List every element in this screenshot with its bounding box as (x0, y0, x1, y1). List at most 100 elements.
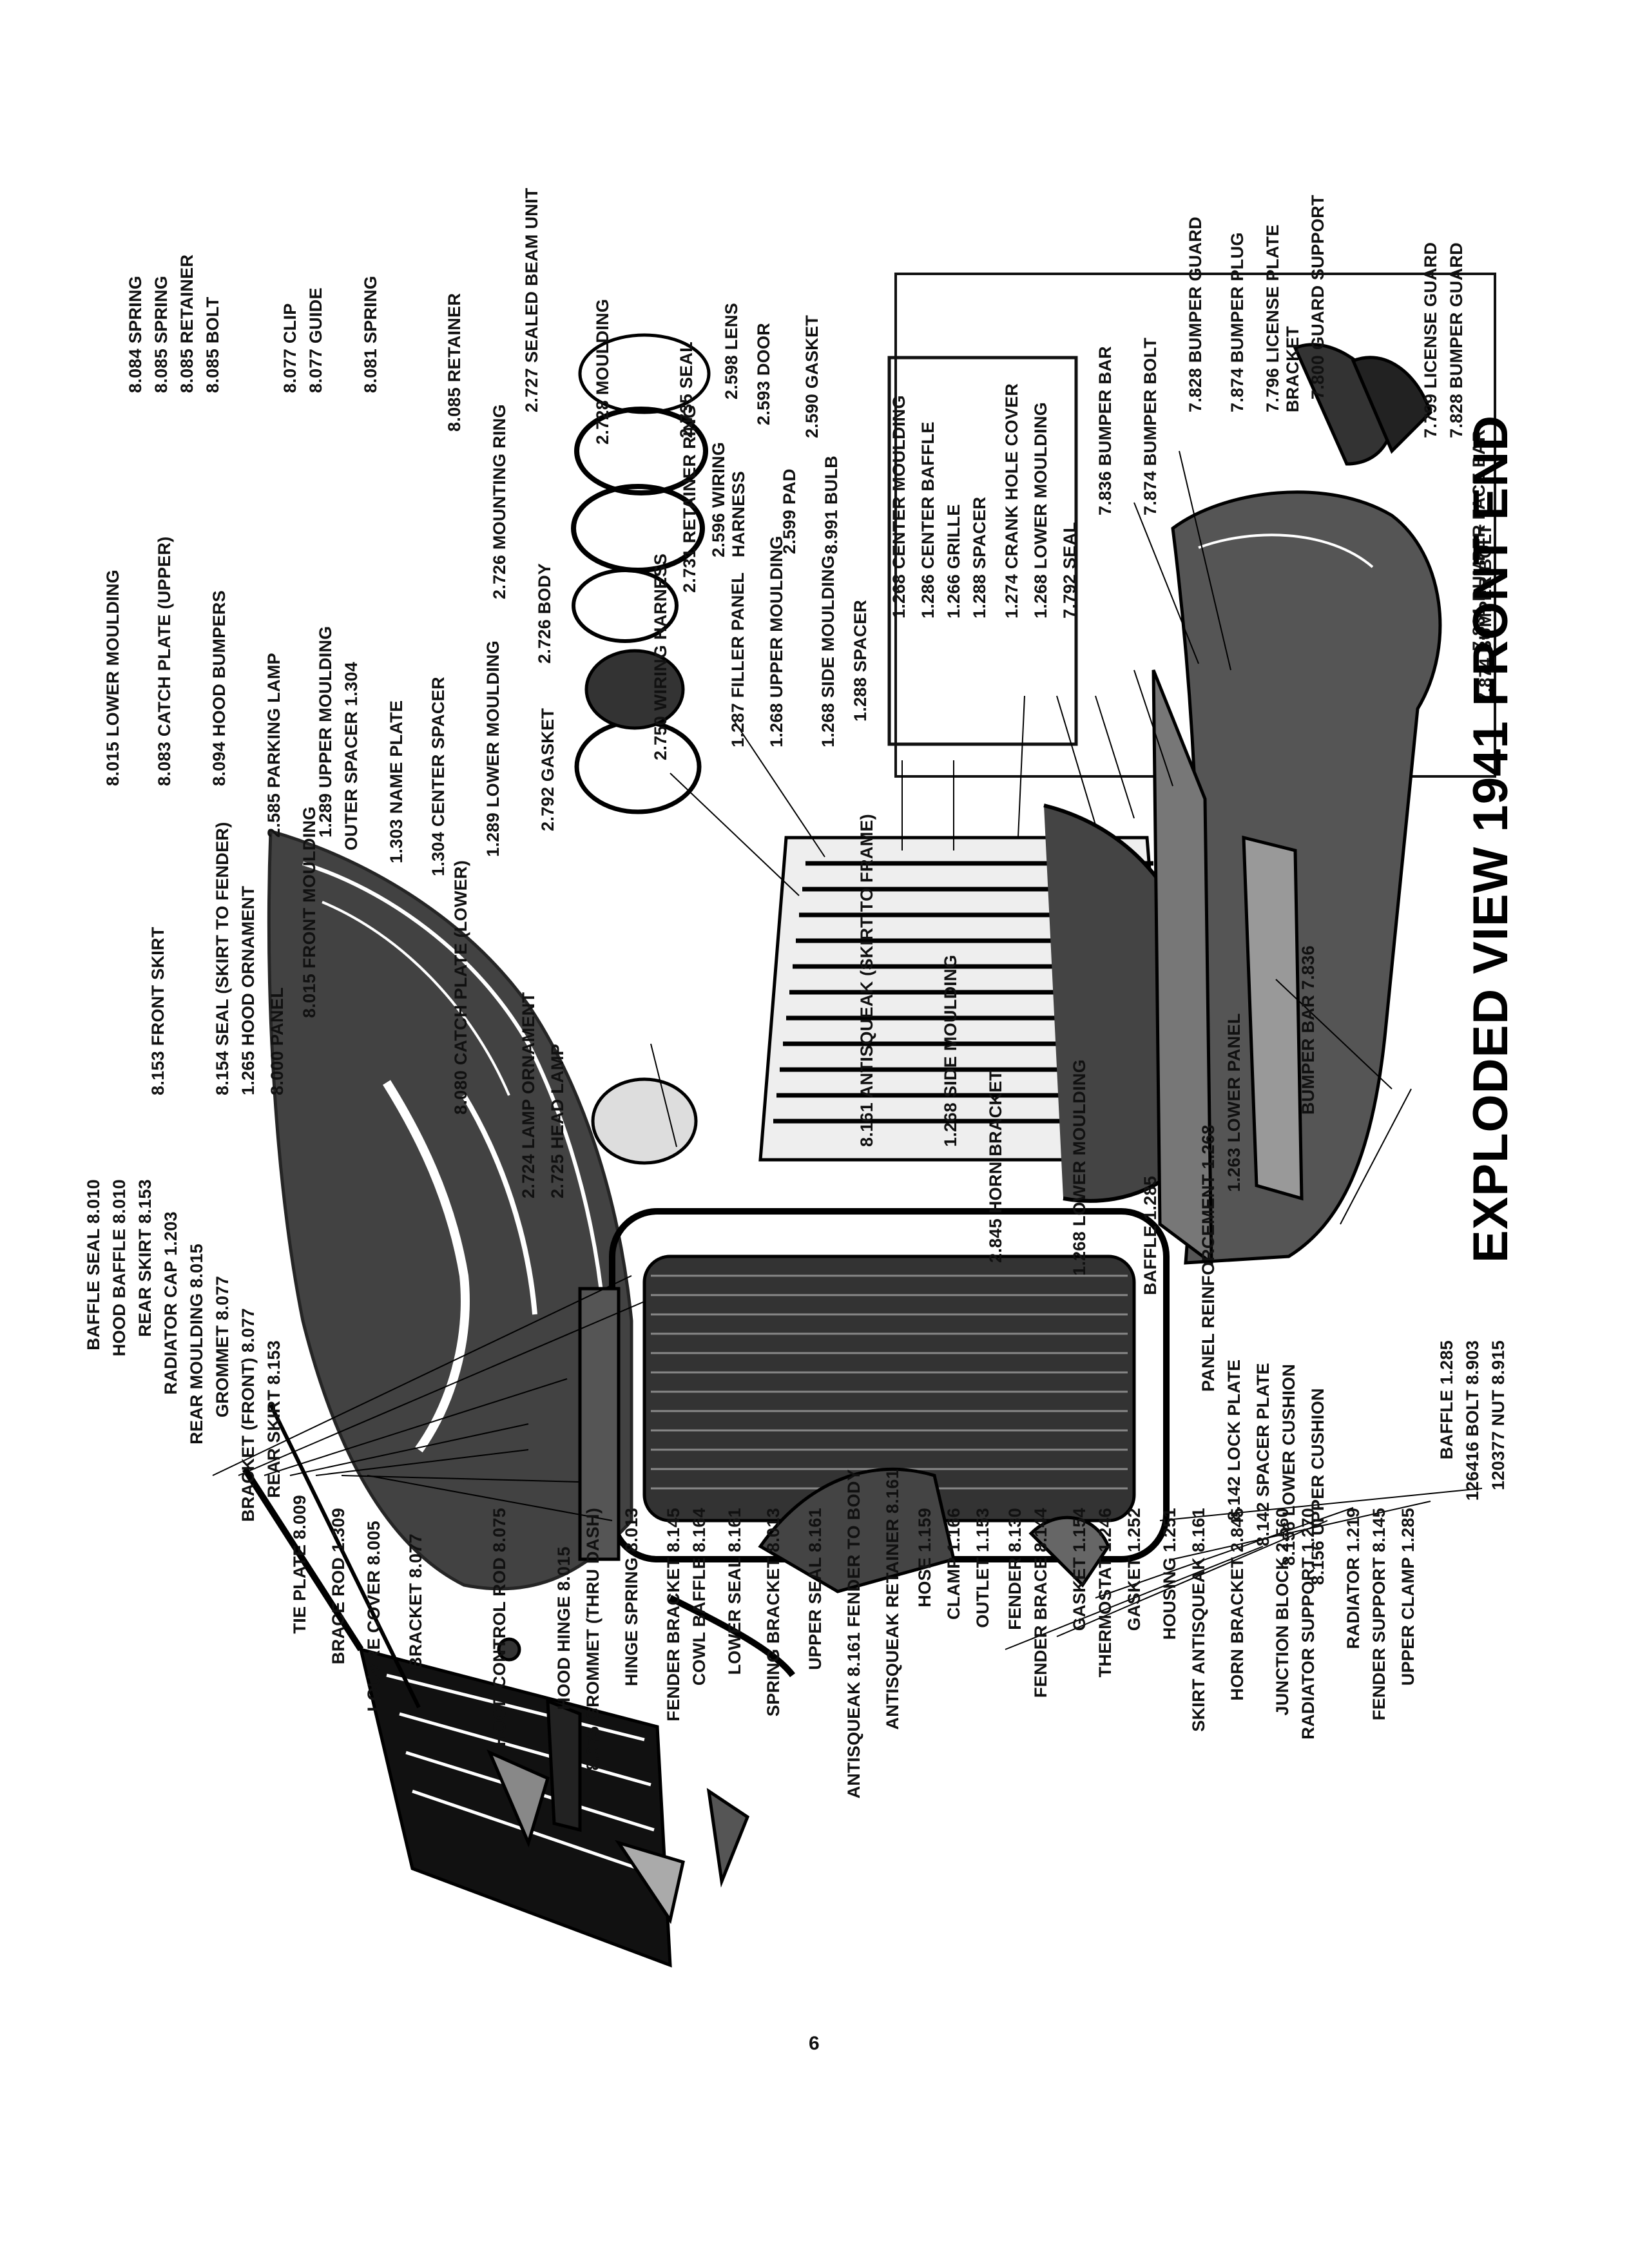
label-seal-right: 7.792 SEAL (1060, 521, 1079, 619)
label-seal: 2.735 SEAL (677, 341, 696, 438)
label-spring-bracket: SPRING BRACKET 8.013 (764, 1508, 783, 1717)
label-body: 2.726 BODY (535, 562, 554, 664)
label-front-moulding: 8.015 FRONT MOULDING (300, 806, 319, 1018)
label-parking-lamp: 2.585 PARKING LAMP (264, 653, 284, 838)
label-hinge-spring: HINGE SPRING 8.013 (622, 1508, 641, 1686)
label-cowl-baffle: COWL BAFFLE 8.164 (689, 1508, 709, 1686)
label-baffle-center: BAFFLE 1.285 (1141, 1175, 1160, 1295)
label-fender: FENDER 8.130 (1005, 1508, 1025, 1630)
inset-label-spring-2: 8.085 SPRING (151, 275, 171, 393)
label-baffle: BAFFLE 1.285 (1437, 1340, 1456, 1460)
label-antisqueak-retainer: ANTISQUEAK RETAINER 8.161 (883, 1469, 902, 1730)
label-sealed-beam-unit: 2.727 SEALED BEAM UNIT (522, 187, 541, 412)
label-gasket-2: GASKET 1.252 (1124, 1508, 1144, 1631)
label-hood-bumpers: 8.094 HOOD BUMPERS (209, 590, 229, 786)
label-center-baffle: 1.286 CENTER BAFFLE (918, 421, 938, 619)
label-license-guard: 7.799 LICENSE GUARD (1421, 242, 1440, 438)
label-front-skirt: 8.153 FRONT SKIRT (148, 927, 168, 1095)
inset-label-guide: 8.077 GUIDE (306, 287, 325, 393)
label-center-moulding: 1.268 CENTER MOULDING (889, 395, 909, 619)
label-hood-control-rod: HOOD CONTROL ROD 8.075 (490, 1508, 509, 1747)
label-fender-support: FENDER SUPPORT 8.145 (1369, 1508, 1389, 1721)
label-horn-bracket: HORN BRACKET 2.845 (1228, 1508, 1247, 1701)
label-antisqueak-fender-to-body: ANTISQUEAK 8.161 FENDER TO BODY (844, 1469, 863, 1799)
label-clamp: CLAMP 1.166 (944, 1508, 963, 1620)
page-number: 6 (809, 2033, 820, 2054)
label-radiator: RADIATOR 1.219 (1344, 1508, 1363, 1649)
headlamp-drawing (571, 333, 711, 1165)
label-upper-moulding-top-2: 1.268 UPPER MOULDING (767, 535, 786, 747)
label-lower-panel: 1.263 LOWER PANEL (1224, 1013, 1244, 1192)
label-nut: 120377 NUT 8.915 (1489, 1340, 1508, 1490)
hood-fender-drawing (242, 829, 672, 1968)
label-license-plate-bracket: 7.796 LICENSE PLATE BRACKET (1263, 224, 1302, 412)
label-bolt: 126416 BOLT 8.903 (1463, 1340, 1482, 1501)
label-tie-plate: TIE PLATE 8.009 (290, 1495, 309, 1634)
fender-lower-parts (487, 1467, 1110, 1925)
label-radiator-cap: RADIATOR CAP 1.203 (161, 1211, 180, 1395)
label-bumper-bolt: 7.874 BUMPER BOLT (1141, 337, 1160, 515)
label-bumper-plug: 7.874 BUMPER PLUG (1228, 232, 1247, 412)
label-spacer-right: 1.288 SPACER (970, 496, 989, 619)
label-upper-clamp: UPPER CLAMP 1.285 (1398, 1508, 1418, 1686)
label-rear-skirt-2: REAR SKIRT 8.153 (264, 1340, 284, 1498)
label-rear-moulding: REAR MOULDING 8.015 (187, 1244, 206, 1445)
inset-label-clip: 8.077 CLIP (280, 303, 300, 393)
label-spacer-plate: 8.142 SPACER PLATE (1253, 1363, 1273, 1546)
label-fender-brace: FENDER BRACE 8.144 (1031, 1508, 1050, 1698)
label-lamp-ornament: 2.724 LAMP ORNAMENT (519, 992, 538, 1198)
label-lower-moulding-top: 8.015 LOWER MOULDING (103, 569, 122, 786)
label-brace-rod: BRACE ROD 1.309 (329, 1508, 348, 1665)
label-housing: HOUSING 1.251 (1160, 1508, 1179, 1640)
label-horn-bracket-center: 2.845 HORN BRACKET (986, 1070, 1005, 1263)
label-bumper-bar-center: BUMPER BAR 7.836 (1298, 945, 1318, 1115)
label-bracket-front: BRACKET (FRONT) 8.077 (238, 1308, 258, 1522)
label-hood-hinge: HOOD HINGE 8.015 (554, 1546, 574, 1710)
inset-label-retainer-2: 8.085 RETAINER (445, 293, 464, 432)
label-spacer-top: 1.288 SPACER (851, 599, 870, 722)
label-side-moulding: 1.268 SIDE MOULDING (941, 954, 960, 1147)
label-gasket-top: 2.792 GASKET (538, 707, 557, 831)
label-catch-plate-upper: 8.083 CATCH PLATE (UPPER) (155, 536, 174, 786)
label-lower-seal: LOWER SEAL 8.161 (725, 1508, 744, 1675)
label-wiring-harness: 2.750 WIRING HARNESS (651, 553, 670, 760)
lamp-label-bulb: 8.991 BULB (822, 455, 841, 554)
label-upper-cushion: 8.156 UPPER CUSHION (1308, 1388, 1327, 1585)
label-name-plate: 1.303 NAME PLATE (387, 700, 406, 863)
label-side-moulding-top: 1.268 SIDE MOULDING (818, 555, 838, 747)
label-panel: 8.000 PANEL (267, 987, 287, 1095)
label-mounting-ring: 2.726 MOUNTING RING (490, 404, 509, 599)
lamp-label-lens: 2.598 LENS (722, 302, 741, 399)
label-head-lamp: 2.725 HEAD LAMP (548, 1043, 567, 1198)
leader-lines (212, 450, 1483, 1650)
label-bumper-bar: 7.836 BUMPER BAR (1095, 346, 1115, 515)
inset-parking-lamp-box (887, 356, 1078, 746)
label-lock-plate: 8.142 LOCK PLATE (1224, 1359, 1244, 1521)
label-hood-baffle: HOOD BAFFLE 8.010 (110, 1179, 129, 1357)
lamp-label-pad: 2.599 PAD (780, 468, 799, 554)
label-louvre-cover: LOUVRE COVER 8.005 (364, 1521, 383, 1712)
label-grommet-thru-dash: 8.075 GROMMET (THRU DASH) (583, 1508, 602, 1771)
label-fender-bracket: FENDER BRACKET 8.145 (664, 1508, 683, 1722)
label-thermostat: THERMOSTAT 1.246 (1095, 1508, 1115, 1678)
label-guard-support: 7.800 GUARD SUPPORT (1308, 195, 1327, 399)
lamp-label-door: 2.593 DOOR (754, 322, 773, 425)
label-lower-cushion: 8.156 LOWER CUSHION (1279, 1363, 1298, 1566)
lamp-label-gasket: 2.590 GASKET (802, 314, 822, 438)
label-filler-panel: 1.287 FILLER PANEL (728, 572, 747, 747)
label-panel-reinforcement: PANEL REINFORCEMENT 1.268 (1199, 1124, 1218, 1392)
label-upper-moulding-top: 1.289 UPPER MOULDING (316, 626, 335, 838)
inset-label-bolt: 8.085 BOLT (203, 296, 222, 393)
page-title: EXPLODED VIEW 1941 FRONT END (1463, 414, 1518, 1263)
label-lower-moulding-center: 1.268 LOWER MOULDING (1070, 1059, 1089, 1276)
lamp-label-wiring-harness: 2.596 WIRING HARNESS (709, 441, 748, 557)
label-gasket: GASKET 1.154 (1070, 1508, 1089, 1631)
bumper-drawing (1152, 343, 1442, 1267)
label-bracket: BRACKET 8.077 (406, 1533, 425, 1669)
label-bumper-guard: 7.828 BUMPER GUARD (1186, 216, 1205, 412)
inset-label-spring: 8.084 SPRING (126, 275, 145, 393)
label-seal-skirt-to-fender: 8.154 SEAL (SKIRT TO FENDER) (213, 822, 232, 1096)
label-skirt-antisqueak: SKIRT ANTISQUEAK 8.161 (1189, 1508, 1208, 1732)
